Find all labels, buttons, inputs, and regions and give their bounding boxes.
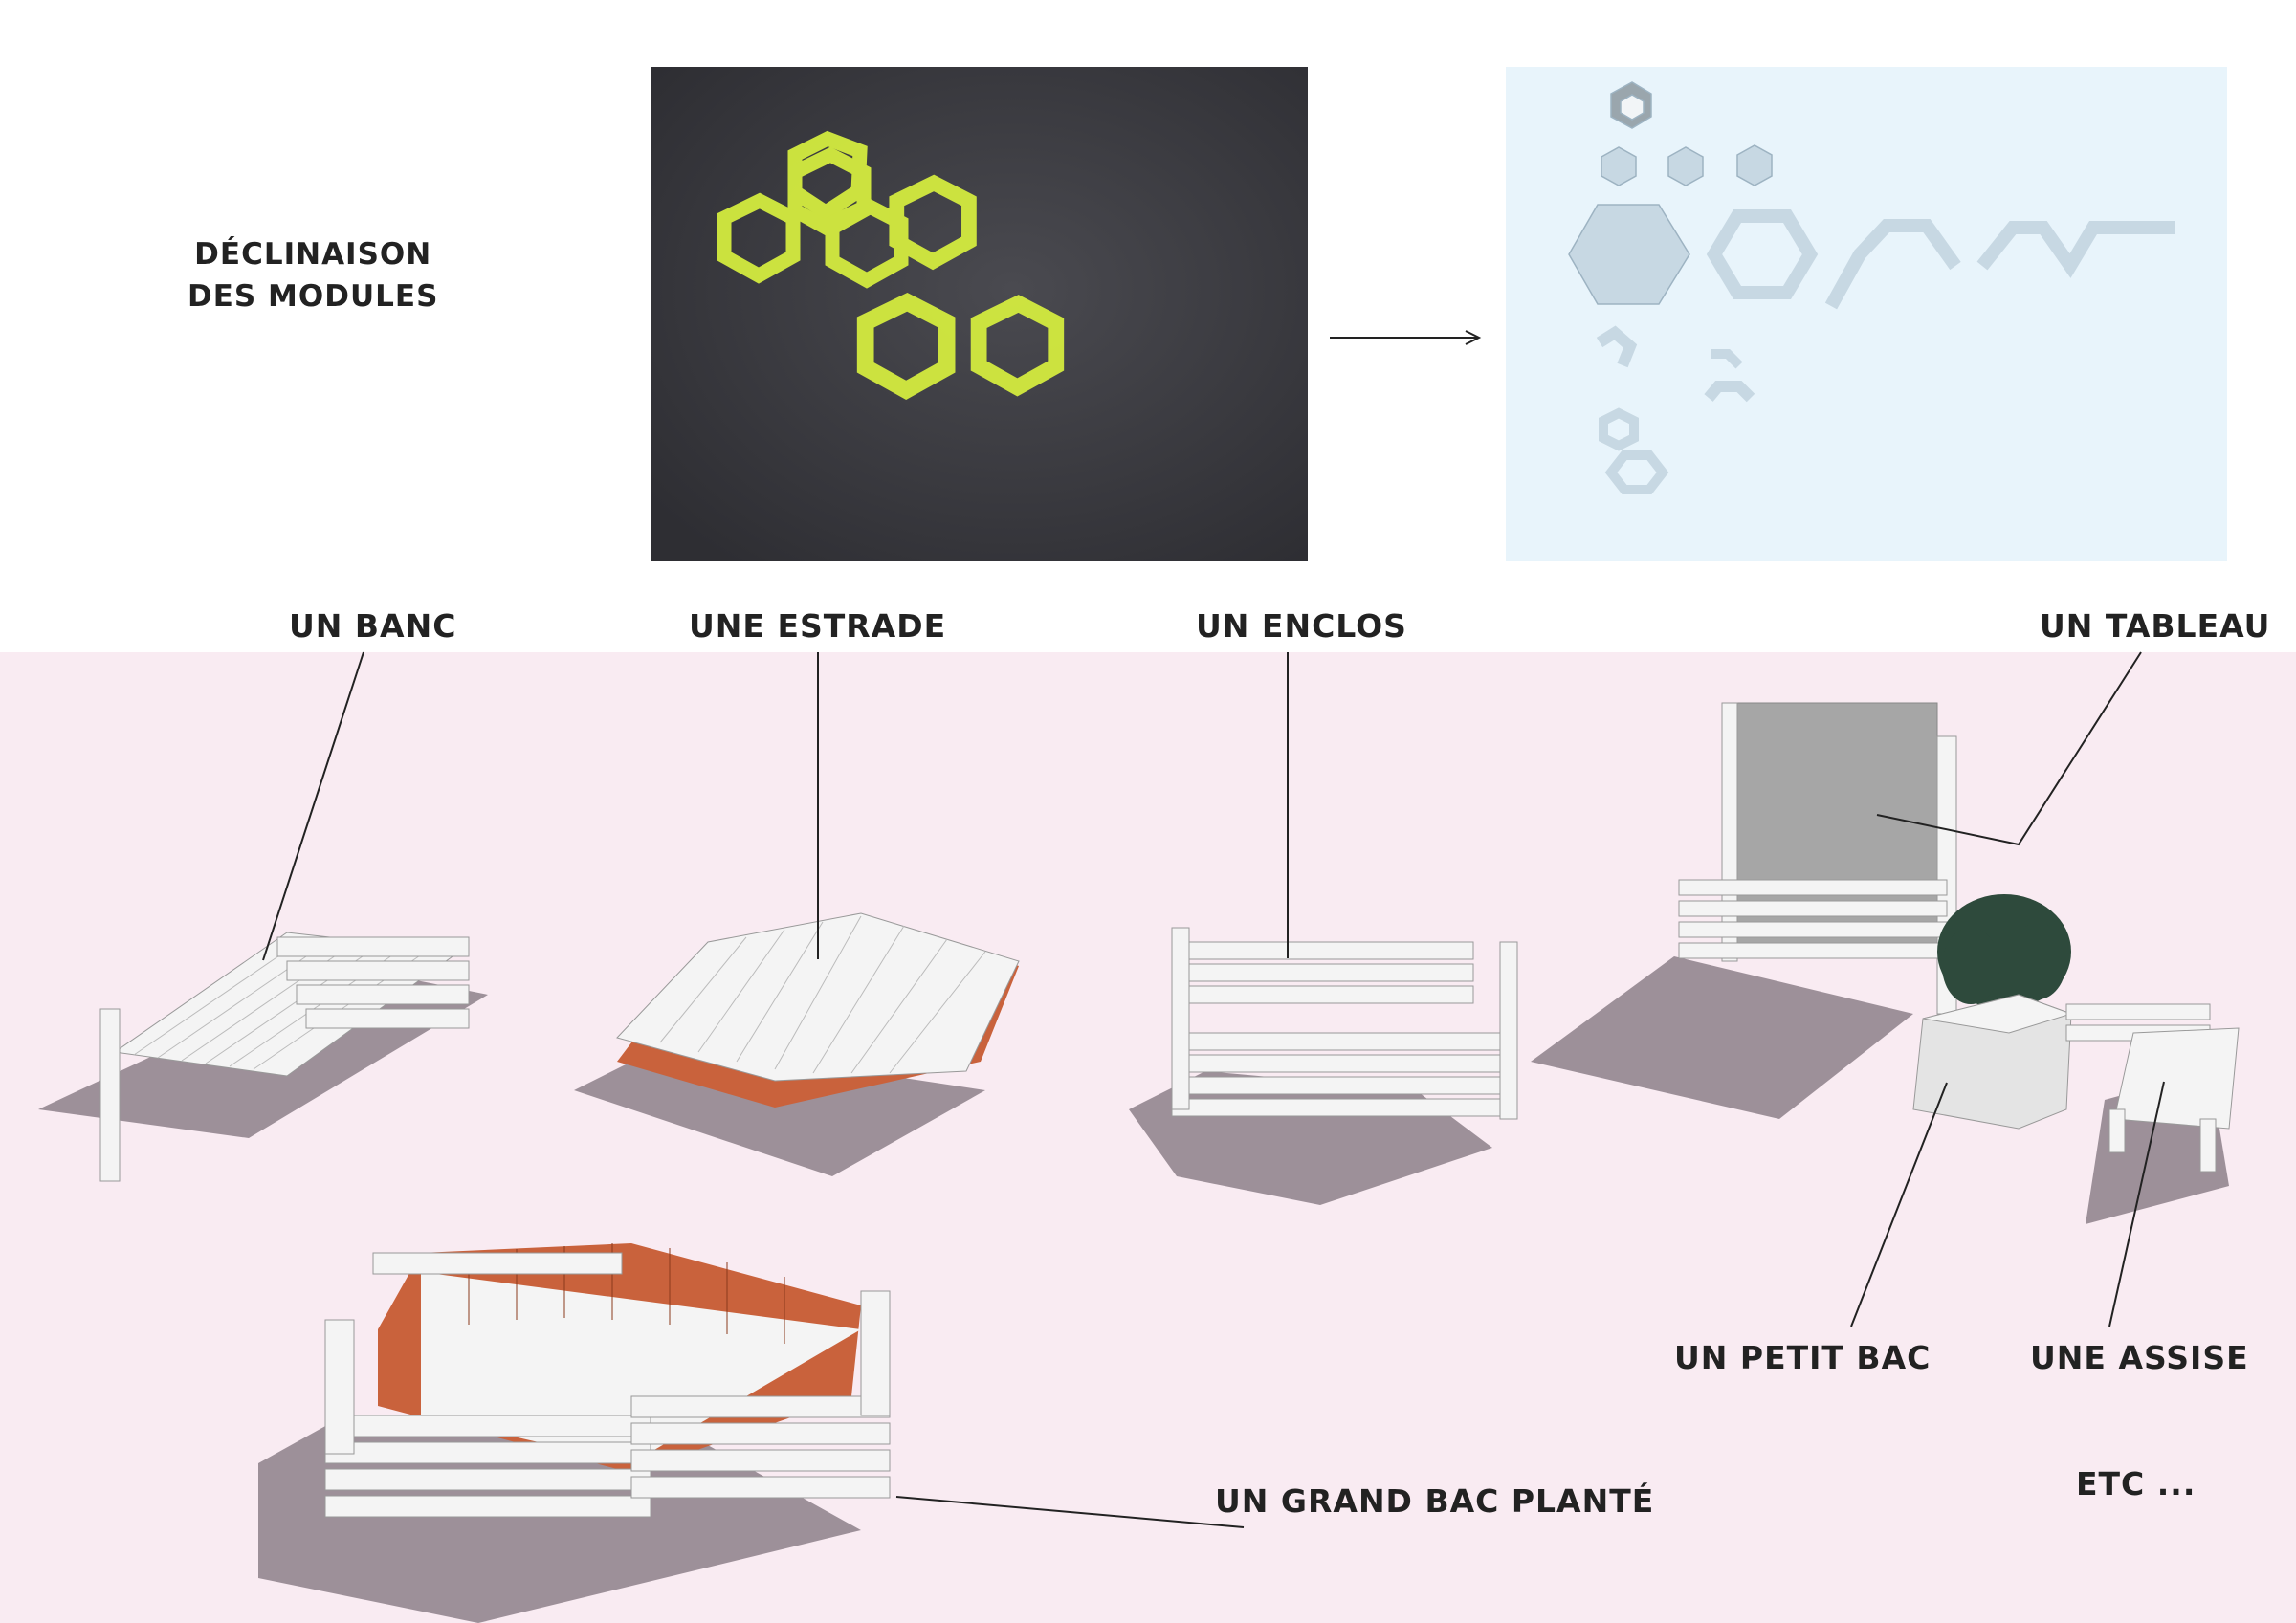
corner-piece-2: [1711, 349, 1743, 369]
furniture-background: [0, 652, 2296, 1623]
corner-piece-3: [1704, 381, 1755, 403]
title-line-1: DÉCLINAISON: [194, 237, 432, 272]
wave-1: [1824, 219, 1961, 310]
ring-hex-outer: [1706, 209, 1819, 299]
section-title: DÉCLINAISON DES MODULES: [188, 233, 438, 318]
ring-hex-medium: [1604, 450, 1669, 494]
title-line-2: DES MODULES: [188, 279, 439, 314]
wave-2: [1976, 221, 2175, 278]
asphalt-photo: [651, 67, 1308, 561]
hex-3: [825, 197, 909, 289]
label-estrade: UNE ESTRADE: [689, 607, 947, 645]
label-enclos: UN ENCLOS: [1196, 607, 1407, 645]
label-tableau: UN TABLEAU: [2040, 607, 2271, 645]
corner-piece-1: [1596, 325, 1638, 368]
module-plan-drawing: [1568, 81, 2175, 494]
label-etc: ETC ...: [2076, 1465, 2197, 1502]
label-banc: UN BANC: [289, 607, 457, 645]
label-petit-bac: UN PETIT BAC: [1674, 1339, 1932, 1376]
small-hex-1: [1601, 146, 1637, 186]
module-plan: [1506, 67, 2227, 561]
hex-2: [717, 192, 801, 284]
label-grand-bac: UN GRAND BAC PLANTÉ: [1215, 1482, 1655, 1520]
label-assise: UNE ASSISE: [2030, 1339, 2249, 1376]
hex-4: [889, 174, 977, 271]
hex-6: [970, 295, 1065, 397]
small-hex-3: [1736, 144, 1773, 186]
ring-hex-small: [1599, 407, 1639, 451]
ground-marking-photo: [651, 67, 1308, 561]
hex-5: [856, 292, 956, 401]
small-hex-2: [1667, 146, 1704, 186]
big-hex: [1568, 204, 1690, 305]
